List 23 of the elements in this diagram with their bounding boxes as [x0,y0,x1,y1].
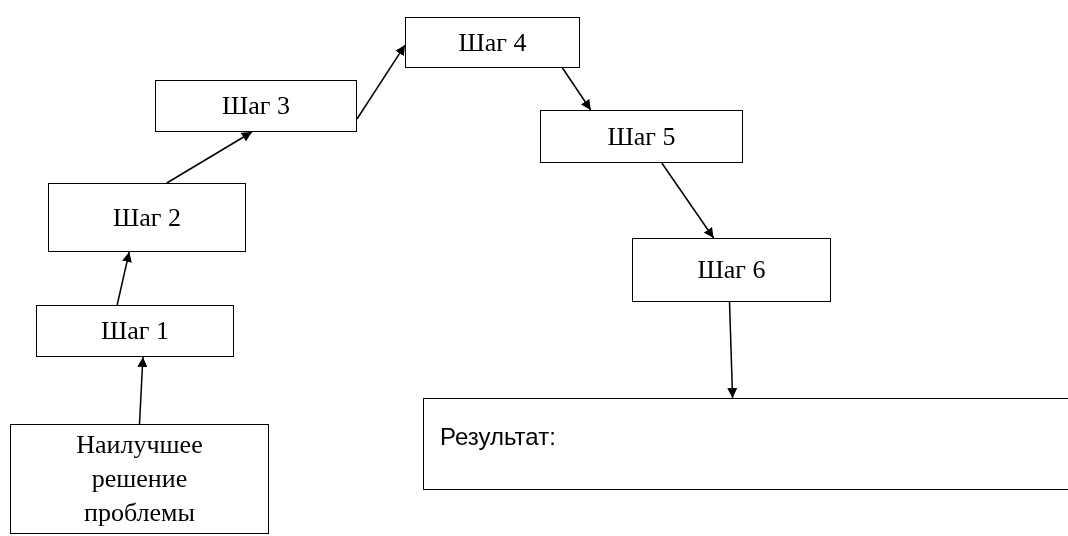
arrow [661,162,715,239]
arrow [727,301,738,399]
process-box [155,80,357,132]
step-label: Шаг 2 [113,201,181,234]
step-label: Шаг 4 [458,26,527,59]
arrow [561,67,592,111]
process-box [10,424,269,534]
process-box [405,17,580,68]
process-box [540,110,743,163]
arrow [356,44,406,120]
process-box [632,238,831,302]
result-box [423,398,1068,490]
step-label: Шаг 6 [697,254,766,287]
process-box [48,183,246,252]
process-box [36,305,234,357]
step-label: Шаг 3 [222,90,290,123]
arrow [137,356,148,425]
step-label: Шаг 5 [607,120,676,153]
step-label: Наилучшее решение проблемы [75,429,204,529]
step-label: Шаг 1 [101,315,169,348]
arrow [116,251,132,306]
result-label: Результат: [440,422,556,452]
arrow [166,131,253,184]
